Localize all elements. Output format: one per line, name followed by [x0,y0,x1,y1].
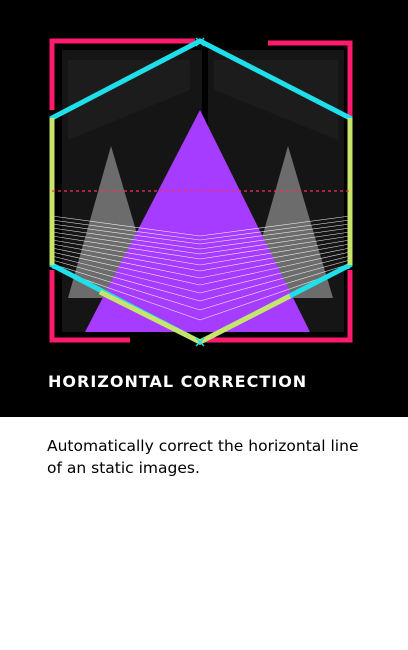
feature-description: Automatically correct the horizontal lin… [47,437,359,477]
frame-corner-bottom-left [49,270,130,343]
horizon-correction-illustration [49,37,353,347]
frame-corner-top-right [268,40,353,118]
hero-illustration: HORIZONTAL CORRECTION [0,0,408,417]
feature-title: HORIZONTAL CORRECTION [48,372,308,391]
top-handle-icon [195,37,205,47]
main-triangle [85,110,310,332]
frame-corner-top-left [49,38,195,110]
bottom-handle-icon [195,337,205,347]
frame-corner-bottom-right [205,270,353,343]
right-perspective-fan [199,215,351,321]
